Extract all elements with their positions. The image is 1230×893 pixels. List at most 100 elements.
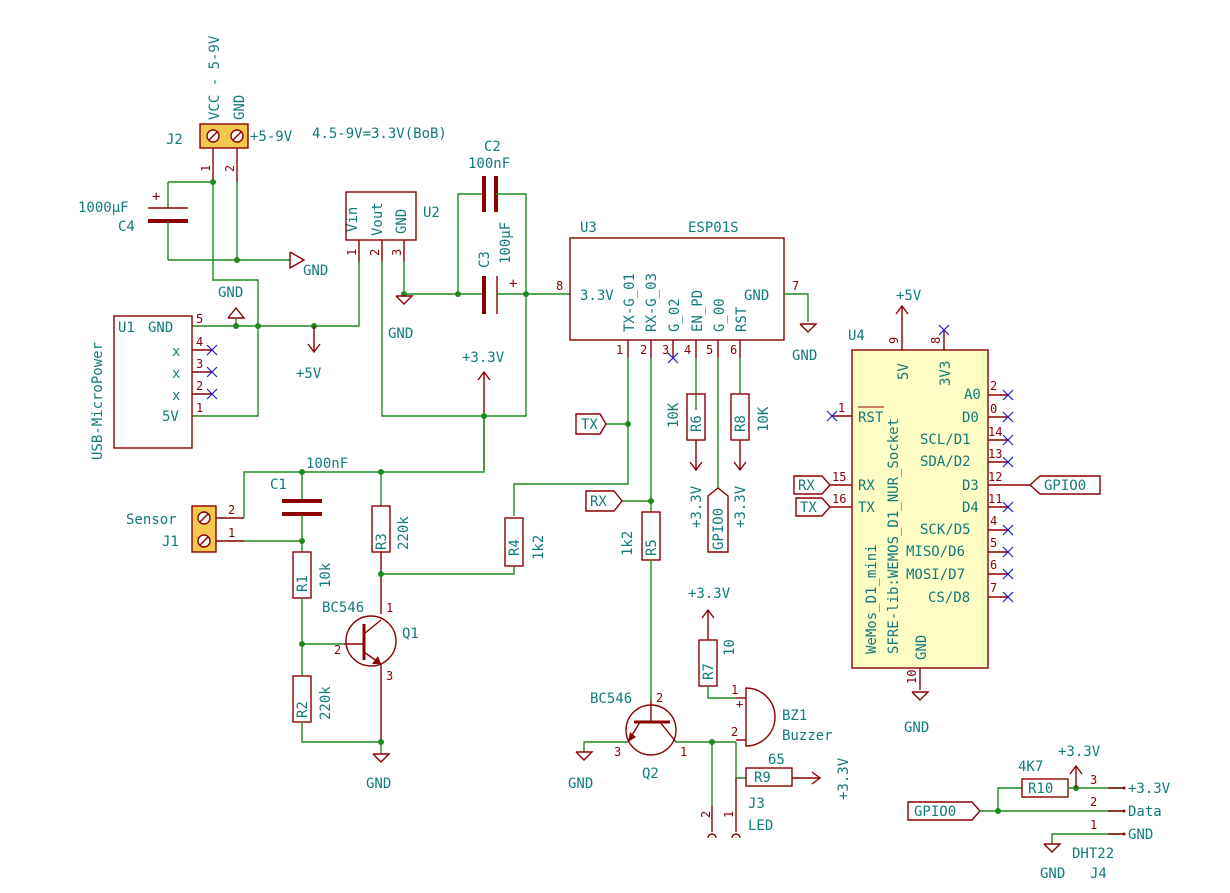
j1-pin1: 1 xyxy=(228,526,235,540)
svg-text:+: + xyxy=(736,697,743,711)
u1-name: USB-MicroPower xyxy=(90,342,106,460)
rx-label-1: RX xyxy=(590,494,607,510)
capacitor-c1: C1 100nF xyxy=(270,456,348,552)
gnd-label-dht: GND xyxy=(1040,866,1065,882)
j4-label1: GND xyxy=(1128,827,1153,843)
power-3v3-symbol-r7: +3.3V xyxy=(688,586,731,640)
connector-j4-dht22: 3 2 1 +3.3V Data GND DHT22 J4 xyxy=(1072,773,1171,882)
u4-d4: D4 xyxy=(962,500,979,516)
tx-label-2: TX xyxy=(800,500,817,516)
capacitor-c3: + C3 100µF xyxy=(458,222,570,314)
u1-pin2: 2 xyxy=(196,379,203,393)
u3-pin-tx: TX-G_01 xyxy=(622,273,638,332)
u3-pin-rx: RX-G_03 xyxy=(644,273,660,332)
u4-d8: CS/D8 xyxy=(928,590,970,606)
label-gpio0-u3: GPIO0 xyxy=(707,487,729,553)
r5-ref: R5 xyxy=(644,539,660,556)
j2-gnd-label: GND xyxy=(232,95,248,120)
resistor-r8: R8 10K +3.3V xyxy=(730,393,772,528)
q1-ref: Q1 xyxy=(402,626,419,642)
q2-part: BC546 xyxy=(590,691,632,707)
tx-label-1: TX xyxy=(581,417,598,433)
capacitor-c4: + 1000µF C4 xyxy=(78,182,188,260)
r4-value: 1k2 xyxy=(531,535,547,560)
label-tx-u4: TX xyxy=(795,497,831,517)
c3-value: 100µF xyxy=(498,222,514,264)
u4-ref: U4 xyxy=(848,328,865,344)
gnd-label-3: GND xyxy=(218,285,243,301)
u4-n15: 15 xyxy=(832,470,846,484)
gpio0-label-1: GPIO0 xyxy=(711,508,727,550)
q1-pin2: 2 xyxy=(334,643,341,657)
r9-value: 65 xyxy=(768,752,785,768)
u4-d0: D0 xyxy=(962,410,979,426)
u4-n0: 0 xyxy=(990,402,997,416)
u3-n4: 4 xyxy=(684,343,691,357)
u3-name: ESP01S xyxy=(688,220,739,236)
u1-pin5: 5 xyxy=(196,312,203,326)
gnd-label-2: GND xyxy=(388,326,413,342)
u4-part: WeMos_D1_mini xyxy=(864,544,880,654)
u4-n14: 14 xyxy=(988,425,1002,439)
r8-ref: R8 xyxy=(733,415,749,432)
u1-pin1: 1 xyxy=(196,401,203,415)
esp01s-u3: U3 ESP01S 3.3V GND TX-G_01 RX-G_03 G_02 … xyxy=(556,220,799,364)
gnd-label-1: GND xyxy=(303,263,328,279)
label-tx-u3: TX xyxy=(575,413,607,435)
u1-x-4: x xyxy=(172,344,180,360)
gnd-symbol-dht: GND xyxy=(1040,843,1065,882)
u4-d2: SDA/D2 xyxy=(920,454,971,470)
c2-ref: C2 xyxy=(484,139,501,155)
q2-pin2: 2 xyxy=(656,691,663,705)
u4-lib: SFRE-lib:WEMOS_D1_NUR_Socket xyxy=(886,418,902,654)
r2-value: 220k xyxy=(318,686,334,720)
u4-n12: 12 xyxy=(988,470,1002,484)
r5-value: 1k2 xyxy=(620,531,636,556)
u4-n6: 6 xyxy=(990,558,997,572)
capacitor-c2: C2 100nF xyxy=(457,139,527,294)
gnd-label-4: GND xyxy=(792,348,817,364)
rx-label-2: RX xyxy=(798,478,815,494)
u3-pin-vcc: 3.3V xyxy=(580,288,614,304)
resistor-r2: R2 220k xyxy=(292,675,334,723)
u2-vout: Vout xyxy=(370,202,386,236)
resistor-r7: R7 10 xyxy=(698,639,738,687)
p33-label-r6: +3.3V xyxy=(689,485,705,528)
gnd-symbol-u2: GND xyxy=(388,295,414,342)
u4-n5: 5 xyxy=(990,536,997,550)
u1-5v: 5V xyxy=(162,409,179,425)
power-3v3-symbol-dht: +3.3V xyxy=(1058,744,1101,788)
r8-value: 10K xyxy=(756,406,772,432)
r1-ref: R1 xyxy=(295,575,311,592)
u2-vin: Vin xyxy=(345,207,361,232)
u2-pin3: 3 xyxy=(390,249,404,256)
u3-n8: 8 xyxy=(556,279,563,293)
label-rx-u4: RX xyxy=(793,475,831,495)
u3-n2: 2 xyxy=(640,343,647,357)
j2-ref: J2 xyxy=(166,132,183,148)
j4-label2: Data xyxy=(1128,804,1162,820)
bz1-name: Buzzer xyxy=(782,728,833,744)
bz1-pin2: 2 xyxy=(731,725,738,739)
u4-n7: 7 xyxy=(990,581,997,595)
u3-n5: 5 xyxy=(706,343,713,357)
j4-pin1: 1 xyxy=(1090,818,1097,832)
u4-n2: 2 xyxy=(990,379,997,393)
q1-pin1: 1 xyxy=(386,601,393,615)
u4-d1: SCL/D1 xyxy=(920,432,971,448)
j1-name: Sensor xyxy=(126,512,177,528)
u4-d3: D3 xyxy=(962,478,979,494)
u1-x-3: x xyxy=(172,366,180,382)
gnd-label-6: GND xyxy=(568,776,593,792)
transistor-q2: BC546 Q2 2 3 1 xyxy=(590,691,687,782)
u1-gnd: GND xyxy=(148,320,173,336)
u2-gnd: GND xyxy=(394,209,410,234)
gnd-label-5: GND xyxy=(366,776,391,792)
gpio0-label-3: GPIO0 xyxy=(914,804,956,820)
resistor-r1: R1 10k xyxy=(292,551,334,599)
q1-part: BC546 xyxy=(322,600,364,616)
gnd-symbol-q1: GND xyxy=(366,742,391,792)
u3-pin-rst: RST xyxy=(734,306,750,332)
j4-pin2: 2 xyxy=(1090,795,1097,809)
